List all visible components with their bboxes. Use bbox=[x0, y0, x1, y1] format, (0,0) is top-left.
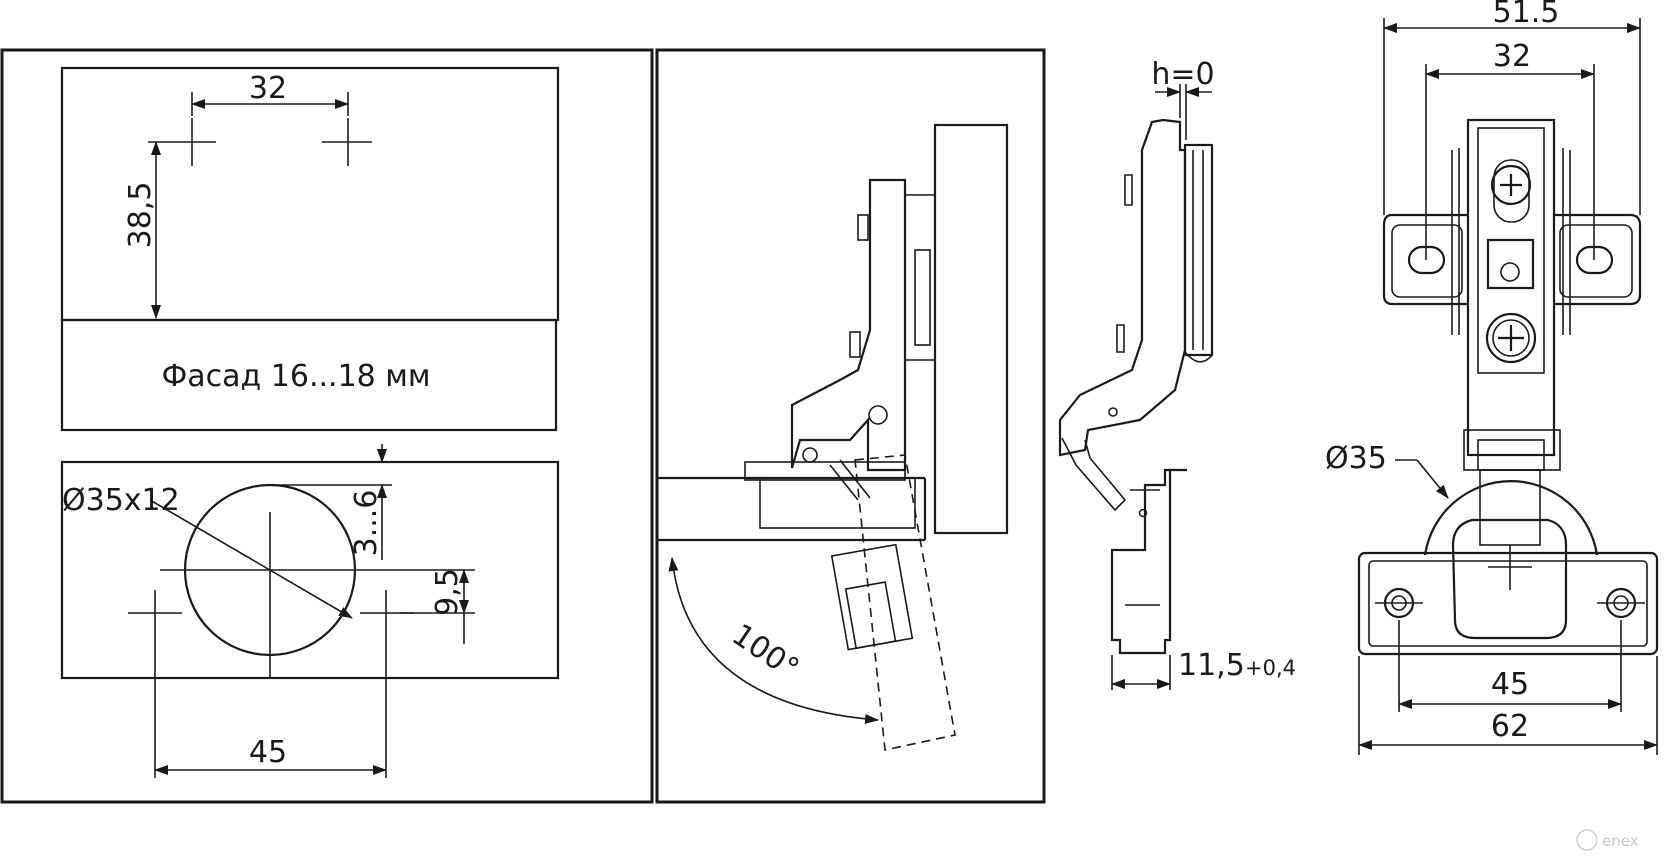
dim-arm-holes: 32 bbox=[1493, 39, 1531, 74]
facade-label: Фасад 16...18 мм bbox=[161, 359, 430, 394]
mounting-plate bbox=[1357, 551, 1659, 656]
dim-plate-holes: 45 bbox=[1491, 667, 1529, 702]
panel-cup-drilling: Ø35x12 3...6 9,5 45 bbox=[60, 444, 560, 778]
dim-holes-spacing: 32 bbox=[249, 71, 287, 106]
dim-plate-width: 62 bbox=[1491, 709, 1529, 744]
dim-plate-depth: 11,5 bbox=[1178, 648, 1245, 683]
cup-panel-outline bbox=[60, 460, 560, 680]
cabinet-side bbox=[933, 123, 1009, 535]
hinge-front-view: 51.5 32 Ø35 45 62 bbox=[1325, 0, 1659, 755]
dim-offset: 9,5 bbox=[430, 568, 465, 616]
panel-facade-top: 32 38,5 Фасад 16...18 мм bbox=[60, 66, 560, 432]
dim-plate-depth-tolerance: +0,4 bbox=[1245, 656, 1296, 680]
dim-screw-spacing: 45 bbox=[249, 735, 287, 770]
dim-height-adjust: h=0 bbox=[1151, 57, 1214, 92]
facade-outline-lower bbox=[60, 318, 558, 432]
dim-edge-distance: 3...6 bbox=[349, 490, 384, 557]
left-frame bbox=[0, 48, 654, 804]
front-cup-diameter-label: Ø35 bbox=[1325, 441, 1387, 476]
panel-opening-angle: 100° bbox=[657, 123, 1009, 751]
center-frame bbox=[655, 48, 1046, 804]
watermark-logo-icon bbox=[1576, 829, 1598, 851]
dim-arm-width: 51.5 bbox=[1493, 0, 1560, 30]
hinge-side-view: h=0 11,5 +0,4 bbox=[1058, 57, 1296, 690]
dim-holes-height: 38,5 bbox=[123, 182, 158, 249]
cup-diameter-label: Ø35x12 bbox=[62, 483, 180, 518]
watermark-text: enex bbox=[1602, 832, 1639, 850]
